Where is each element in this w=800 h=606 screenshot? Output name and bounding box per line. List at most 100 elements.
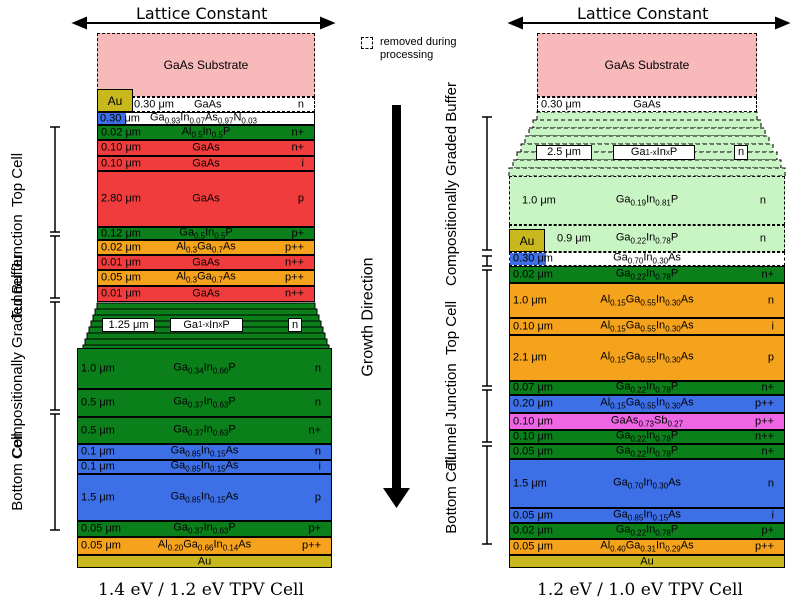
right-label-bottom: Bottom Cell [443, 456, 461, 534]
right-label-tunnel: Tunnel Junction [443, 363, 461, 469]
layer-doping: n+ [291, 126, 304, 138]
layer-doping: i [318, 460, 321, 473]
layer-thickness: 0.05 μm [81, 522, 121, 535]
layer-material: Ga0.5In0.5P [179, 225, 233, 241]
layer-material: Ga0.37In0.63P [173, 395, 236, 410]
legend-removed-label: removed during processing [380, 36, 457, 62]
right-thin-thickness: 0.30 μm [513, 252, 553, 265]
right-buffer-layer-2: 0.9 μm Ga0.22In0.78P n [509, 225, 785, 252]
layer-thickness: 0.5 μm [81, 396, 115, 409]
layer-material: Al0.20Ga0.66In0.14As [157, 538, 252, 553]
layer-material: Ga0.37In0.63P [173, 422, 236, 438]
layer-row: 2.1 μm Al0.15Ga0.55In0.30As p [509, 335, 785, 381]
right-au-top-label: Au [519, 233, 535, 248]
lattice-arrow-left [71, 16, 336, 30]
right-gaas-cap-material: GaAs [633, 98, 661, 110]
layer-doping: p++ [755, 397, 774, 410]
layer-row: 0.02 μm Ga0.22In0.78P n+ [509, 266, 785, 283]
layer-doping: i [771, 509, 774, 521]
layer-material: Al0.3Ga0.7As [176, 239, 236, 255]
layer-doping: n++ [285, 287, 304, 300]
layer-doping: p++ [755, 415, 774, 427]
layer-thickness: 0.1 μm [81, 445, 115, 458]
layer-doping: p++ [285, 241, 304, 253]
layer-doping: n [767, 294, 774, 306]
legend-dashed-box [361, 37, 373, 49]
layer-material: Ga0.22In0.78P [615, 266, 679, 282]
layer-thickness: 0.02 μm [101, 126, 141, 138]
right-buffer-layer-2-doping: n [759, 232, 766, 244]
layer-doping: n+ [761, 381, 774, 394]
layer-doping: n [314, 396, 321, 409]
right-graded-thickness: 2.5 μm [536, 145, 592, 160]
layer-doping: p [767, 351, 774, 364]
layer-thickness: 0.10 μm [513, 320, 553, 332]
layer-material: Al0.15Ga0.55In0.30As [600, 350, 694, 365]
layer-material: Ga0.70In0.30As [613, 475, 681, 491]
right-gaas-cap: 0.30 μm GaAs [537, 97, 757, 112]
layer-material: GaAs [192, 157, 220, 169]
layer-doping: p++ [285, 271, 304, 284]
left-au-top-label: Au [107, 93, 123, 108]
layer-material: Al0.15Ga0.55In0.30As [600, 292, 694, 308]
left-lattice-label: Lattice Constant [136, 4, 268, 23]
layer-material: Al0.15Ga0.55In0.30As [600, 396, 694, 411]
right-brackets [482, 116, 492, 545]
right-buffer-layer-2-thickness: 0.9 μm [557, 232, 591, 244]
left-substrate-label: GaAs Substrate [163, 58, 249, 72]
left-ganas-material: Ga0.93In0.07As0.97N0.03 [150, 110, 257, 126]
layer-thickness: 2.1 μm [513, 351, 547, 364]
layer-material: Ga0.85In0.15As [170, 489, 239, 505]
left-gaas-cap-thickness: 0.30 μm [134, 98, 174, 110]
left-gaas-cap: 0.30 μm GaAs n [97, 97, 315, 112]
layer-thickness: 2.80 μm [101, 192, 141, 205]
right-substrate-label: GaAs Substrate [604, 58, 690, 72]
layer-doping: n++ [755, 430, 774, 443]
layer-doping: n+ [761, 445, 774, 457]
layer-doping: n [314, 362, 321, 374]
layer-doping: n+ [308, 424, 321, 436]
layer-thickness: 0.10 μm [101, 141, 141, 154]
right-thin-blue [510, 253, 546, 265]
left-gaas-cap-material: GaAs [194, 98, 222, 110]
layer-thickness: 0.02 μm [513, 268, 553, 280]
layer-thickness: 0.1 μm [81, 460, 115, 473]
layer-doping: p+ [761, 524, 774, 537]
layer-doping: n [767, 477, 774, 489]
right-graded-buffer [508, 111, 786, 177]
left-ganas-thickness: 0.30 μm [100, 112, 140, 124]
layer-thickness: 0.05 μm [101, 271, 141, 284]
left-label-bottom: Bottom Cell [9, 433, 27, 511]
left-au-top: Au [97, 89, 133, 112]
layer-thickness: 0.05 μm [513, 445, 553, 457]
layer-doping: i [301, 157, 304, 169]
layer-thickness: 0.07 μm [513, 381, 553, 394]
layer-doping: n+ [761, 268, 774, 280]
layer-material: GaAs [192, 141, 220, 154]
right-graded-doping: n [734, 145, 748, 160]
right-thin-layer: 0.30 μm Ga0.70In0.30As [509, 252, 785, 266]
layer-row: 0.5 μm Ga0.37In0.63P n [77, 389, 332, 417]
layer-material: GaAs0.73Sb0.27 [610, 413, 684, 429]
layer-doping: n++ [285, 256, 304, 268]
